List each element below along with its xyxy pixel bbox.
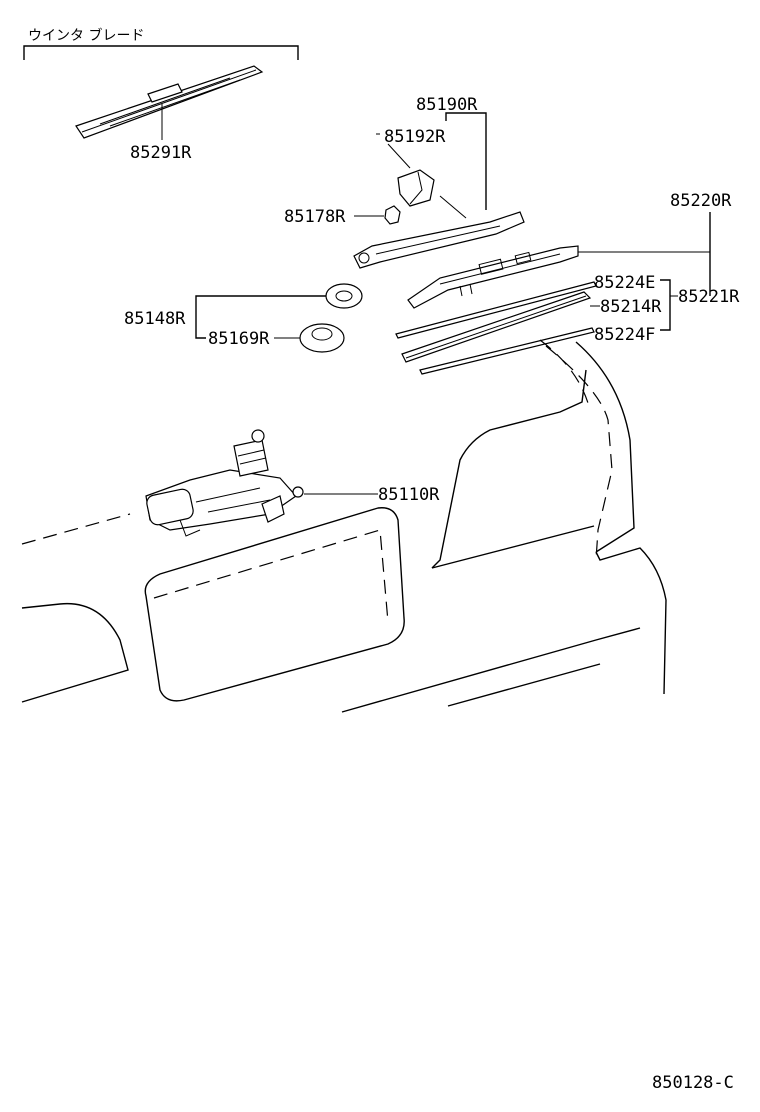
diagram-id: 850128-C [652,1073,734,1093]
label-85169R: 85169R [208,329,270,349]
bracket-85221R [660,279,671,331]
label-85178R: 85178R [284,207,346,227]
nut-part[interactable] [384,205,401,225]
label-85192R: 85192R [384,127,446,147]
label-85224F: 85224F [594,325,655,345]
washer-part[interactable] [299,323,345,353]
vehicle-body-outline [21,339,667,713]
blade-assembly-part[interactable] [407,245,579,309]
wiper-blade-part[interactable] [75,65,264,140]
backing-strip-e-part[interactable] [395,281,597,339]
label-85291R: 85291R [130,143,192,163]
wiper-motor-part[interactable] [145,429,304,537]
label-85110R: 85110R [378,485,440,505]
wiper-arm-part[interactable] [353,211,525,269]
wiper-cap-part[interactable] [397,169,435,207]
label-85224E: 85224E [594,273,655,293]
grommet-part[interactable] [325,283,363,309]
wiper-rubber-part[interactable] [401,291,592,363]
blade-group-bracket: ウインタ ブレード [23,27,299,60]
label-85220R: 85220R [670,191,732,211]
bracket-85148R [195,295,328,320]
label-85148R: 85148R [124,309,186,329]
bracket-85190R [445,112,487,210]
label-85221R: 85221R [678,287,740,307]
label-85190R: 85190R [416,95,478,115]
group-label: ウインタ ブレード [28,27,144,44]
label-85214R: 85214R [600,297,662,317]
backing-strip-f-part[interactable] [419,327,595,375]
